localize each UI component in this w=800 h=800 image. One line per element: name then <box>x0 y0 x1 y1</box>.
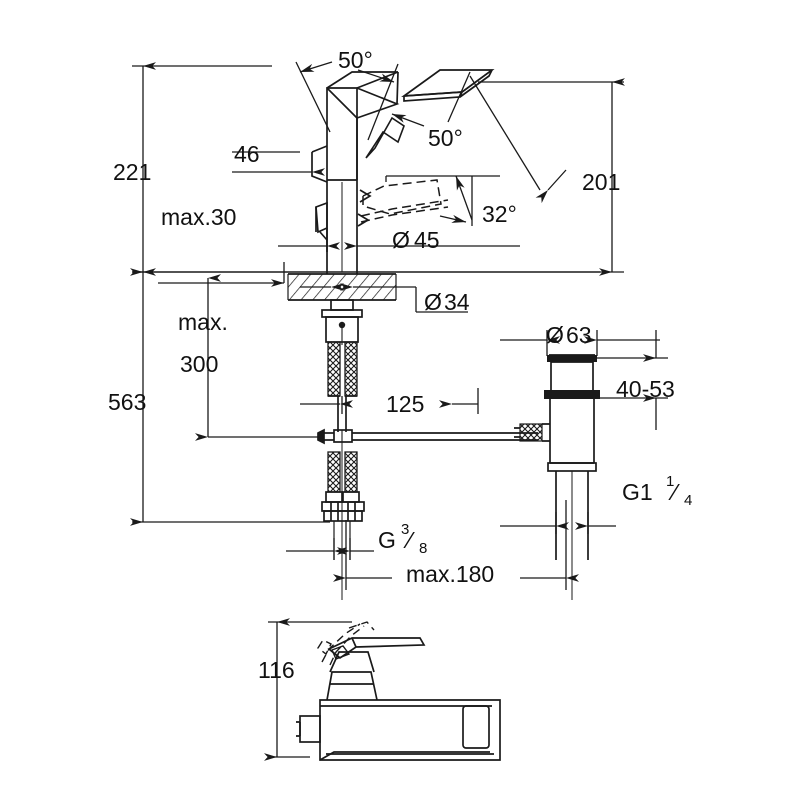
dia-symbol-45: Ø <box>392 227 410 253</box>
supply-hoses-upper <box>327 341 358 397</box>
thread-g38-prefix: G <box>378 527 396 553</box>
faucet-shank <box>321 299 363 345</box>
faucet-spout <box>401 69 495 102</box>
faucet-column <box>311 71 400 274</box>
lever-pivot-marks <box>357 189 372 227</box>
label-angle-32: 32° <box>482 201 517 227</box>
supply-hoses-lower <box>321 442 365 600</box>
label-max30: max.30 <box>161 204 236 230</box>
drain-assembly <box>514 354 600 600</box>
dia-symbol-63: Ø <box>546 322 564 348</box>
label-dia45: Ø 45 <box>392 227 440 253</box>
value-34: 34 <box>444 289 470 315</box>
label-116: 116 <box>258 657 295 683</box>
dimension-labels: 221 563 201 46 max.30 max. 300 Ø 45 Ø 34… <box>108 47 692 683</box>
label-angle-50-right: 50° <box>428 125 463 151</box>
lever-handle-dashed <box>360 179 449 223</box>
label-max: max. <box>178 309 228 335</box>
thread-g1-numerator: 1 <box>666 473 674 490</box>
label-dia34: Ø 34 <box>424 289 470 315</box>
label-40-53: 40-53 <box>616 376 675 402</box>
dimension-lines <box>130 61 668 761</box>
label-angle-50-left: 50° <box>338 47 373 73</box>
value-45: 45 <box>414 227 440 253</box>
label-201: 201 <box>582 169 620 195</box>
thread-g1-denominator: 4 <box>684 492 692 509</box>
value-63: 63 <box>566 322 592 348</box>
label-dia63: Ø 63 <box>546 322 592 348</box>
faucet-side-elevation <box>296 621 501 761</box>
faucet-front-elevation <box>132 69 600 600</box>
thread-g38-denominator: 8 <box>419 540 427 557</box>
thread-g1-prefix: G1 <box>622 479 653 505</box>
label-300: 300 <box>180 351 218 377</box>
label-125: 125 <box>386 391 424 417</box>
label-thread-g1-quarter: G1 1 ⁄ 4 <box>622 473 692 509</box>
pop-up-rod <box>317 428 538 445</box>
lever-handle-solid <box>365 116 405 159</box>
label-thread-g38: G 3 ⁄ 8 <box>378 521 427 557</box>
label-max180: max.180 <box>406 561 494 587</box>
label-46: 46 <box>234 141 260 167</box>
thread-g38-numerator: 3 <box>401 521 409 538</box>
dia-symbol-34: Ø <box>424 289 442 315</box>
deck-surface <box>132 271 600 301</box>
label-221: 221 <box>113 159 151 185</box>
label-563: 563 <box>108 389 146 415</box>
